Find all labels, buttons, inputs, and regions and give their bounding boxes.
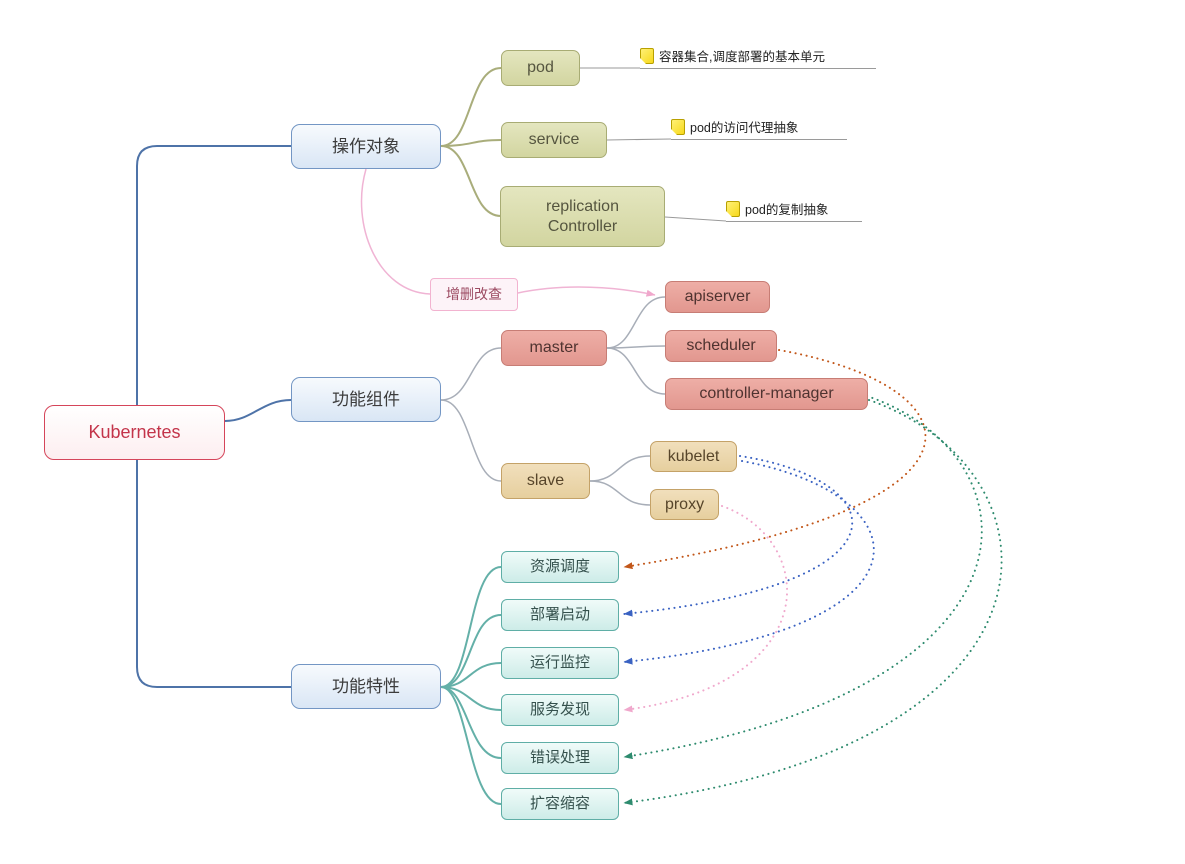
arc-kubelet-to-deploy <box>623 455 854 617</box>
topic-kubelet[interactable]: kubelet <box>650 441 737 472</box>
note-text: pod的复制抽象 <box>745 203 829 217</box>
topic-deploy-start[interactable]: 部署启动 <box>501 599 619 631</box>
topic-proxy[interactable]: proxy <box>650 489 719 520</box>
topic-features[interactable]: 功能特性 <box>291 664 441 709</box>
topic-scheduler[interactable]: scheduler <box>665 330 777 362</box>
features-branch-lines <box>440 566 502 805</box>
topic-run-monitor[interactable]: 运行监控 <box>501 647 619 679</box>
arc-proxy-to-discovery <box>623 505 788 713</box>
topic-slave[interactable]: slave <box>501 463 590 499</box>
topic-apiserver[interactable]: apiserver <box>665 281 770 313</box>
relationship-arcs <box>623 349 1003 806</box>
note-text: pod的访问代理抽象 <box>690 121 799 135</box>
note-icon[interactable] <box>640 47 654 64</box>
topic-error-handling[interactable]: 错误处理 <box>501 742 619 774</box>
topic-master[interactable]: master <box>501 330 607 366</box>
topic-service[interactable]: service <box>501 122 607 158</box>
topic-components[interactable]: 功能组件 <box>291 377 441 422</box>
arc-controller-to-scale <box>623 399 1003 806</box>
topic-replication-controller[interactable]: replication Controller <box>500 186 665 247</box>
note-icon[interactable] <box>671 118 685 135</box>
operation-branch-lines <box>440 67 502 217</box>
topic-pod[interactable]: pod <box>501 50 580 86</box>
topic-controller-manager[interactable]: controller-manager <box>665 378 868 410</box>
topic-operation-objects[interactable]: 操作对象 <box>291 124 441 169</box>
note-replication: pod的复制抽象 <box>726 199 862 222</box>
callout-crud[interactable]: 增删改查 <box>430 278 518 311</box>
note-text: 容器集合,调度部署的基本单元 <box>659 50 825 64</box>
topic-resource-scheduling[interactable]: 资源调度 <box>501 551 619 583</box>
topic-kubernetes[interactable]: Kubernetes <box>44 405 225 460</box>
note-lines <box>580 67 727 222</box>
components-branch-lines <box>440 296 666 506</box>
topic-scaling[interactable]: 扩容缩容 <box>501 788 619 820</box>
note-icon[interactable] <box>726 200 740 217</box>
note-pod: 容器集合,调度部署的基本单元 <box>640 46 876 69</box>
note-service: pod的访问代理抽象 <box>671 117 847 140</box>
topic-service-discovery[interactable]: 服务发现 <box>501 694 619 726</box>
callout-lines <box>360 168 656 297</box>
